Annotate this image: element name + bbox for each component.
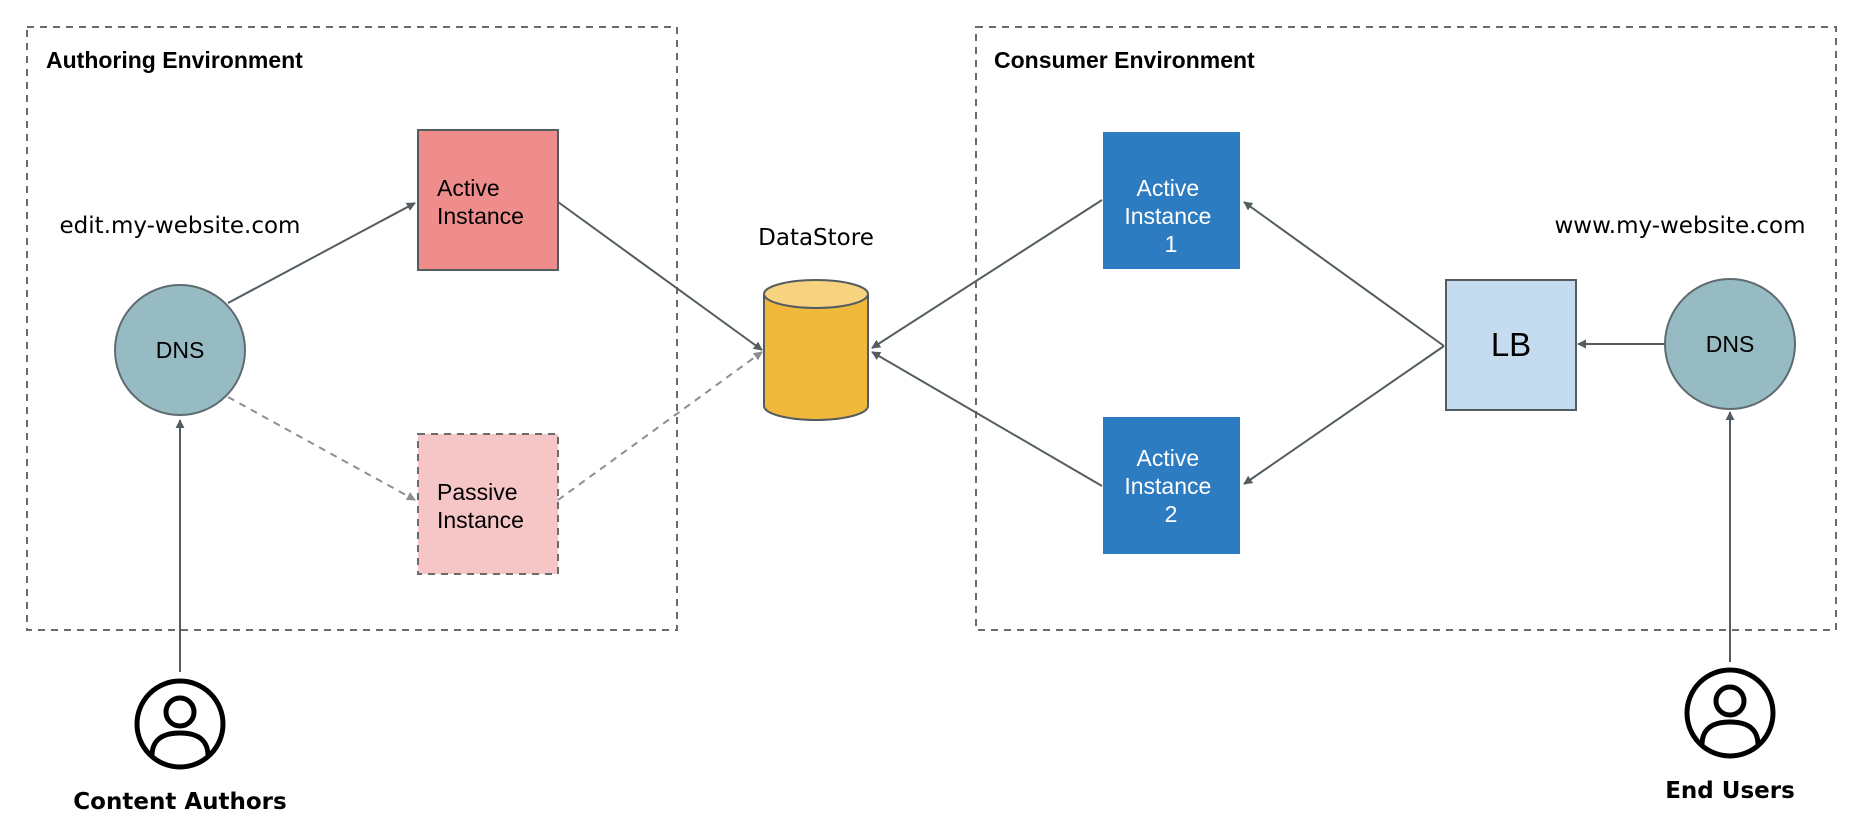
arrow-lb-to-instance1 — [1243, 201, 1445, 347]
arrow-dns-to-active-instance — [227, 202, 416, 304]
arrow-dns-to-passive-instance — [227, 396, 416, 501]
consumer-dns-label: DNS — [1706, 331, 1755, 357]
passive-instance-label: Passive Instance — [437, 479, 524, 533]
consumer-active-instance-2-label: Active Instance 2 — [1124, 445, 1217, 527]
arrow-lb-to-instance2 — [1243, 345, 1445, 485]
passive-instance-node — [417, 433, 559, 575]
consumer-dns-node — [1664, 278, 1796, 410]
arrow-active-instance-to-datastore — [557, 201, 763, 351]
consumer-active-instance-1-node — [1103, 132, 1240, 269]
end-users-label: End Users — [1665, 778, 1795, 804]
arrow-instance2-to-datastore — [871, 351, 1103, 487]
end-users-user-icon — [1684, 667, 1776, 759]
consumer-active-instance-2-node — [1103, 417, 1240, 554]
consumer-domain-label: www.my-website.com — [1554, 213, 1805, 239]
datastore-cylinder — [763, 279, 869, 421]
content-authors-user-icon — [134, 678, 226, 770]
consumer-active-instance-1-label: Active Instance 1 — [1124, 175, 1217, 257]
arrow-passive-instance-to-datastore — [557, 351, 763, 501]
load-balancer-label: LB — [1491, 326, 1531, 363]
authoring-environment-title: Authoring Environment — [46, 47, 303, 73]
consumer-environment-boundary — [975, 26, 1837, 631]
load-balancer-node — [1445, 279, 1577, 411]
authoring-domain-label: edit.my-website.com — [60, 213, 301, 239]
authoring-dns-node — [114, 284, 246, 416]
authoring-dns-label: DNS — [156, 337, 205, 363]
consumer-environment-title: Consumer Environment — [994, 47, 1255, 73]
active-instance-label: Active Instance — [437, 175, 524, 229]
arrow-instance1-to-datastore — [871, 199, 1103, 349]
content-authors-label: Content Authors — [73, 789, 286, 815]
datastore-label: DataStore — [758, 225, 874, 251]
active-instance-node — [417, 129, 559, 271]
authoring-environment-boundary — [26, 26, 678, 631]
